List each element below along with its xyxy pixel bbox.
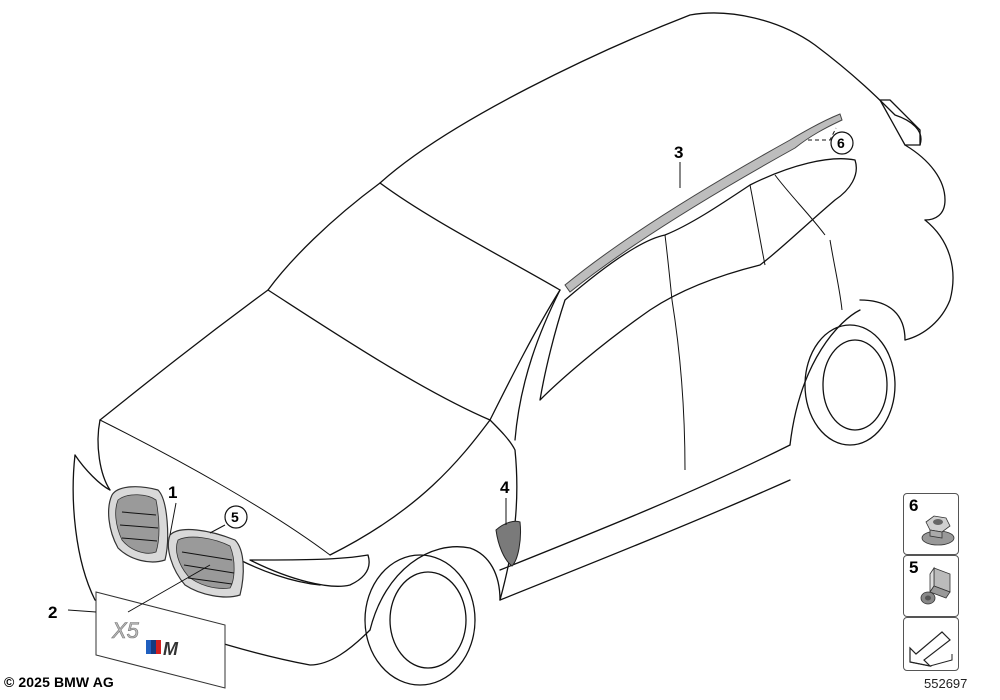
- callout-6-circle: [830, 131, 854, 155]
- callout-5-circle: [224, 505, 248, 529]
- legend-box-nut: 6: [903, 493, 959, 555]
- legend-number-5: 5: [909, 558, 919, 577]
- document-number: 552697: [924, 676, 968, 691]
- callout-6: 6: [837, 135, 845, 151]
- callout-2: 2: [48, 603, 57, 622]
- legend-box-clip: 5: [903, 555, 959, 617]
- m-badge-stripes: [146, 640, 161, 654]
- clip-icon: [920, 566, 951, 605]
- nut-icon: [921, 515, 955, 546]
- copyright-text: © 2025 BMW AG: [4, 674, 114, 690]
- emblem-m-text: M: [163, 639, 179, 659]
- callout-1: 1: [168, 483, 177, 502]
- legend-number-6: 6: [909, 496, 919, 515]
- emblem-plate: X5 M: [95, 591, 226, 689]
- kidney-grille: [108, 486, 244, 598]
- leader-lines: [67, 127, 837, 613]
- car-body-outline: [72, 12, 954, 686]
- callout-4: 4: [500, 478, 510, 497]
- callout-3: 3: [674, 143, 683, 162]
- direction-arrow-icon: [909, 631, 953, 667]
- legend-box-arrow: [903, 617, 959, 671]
- emblem-model-text: X5: [111, 618, 140, 643]
- roof-rail: [564, 113, 843, 293]
- callout-5: 5: [231, 509, 239, 525]
- side-gill: [495, 520, 521, 567]
